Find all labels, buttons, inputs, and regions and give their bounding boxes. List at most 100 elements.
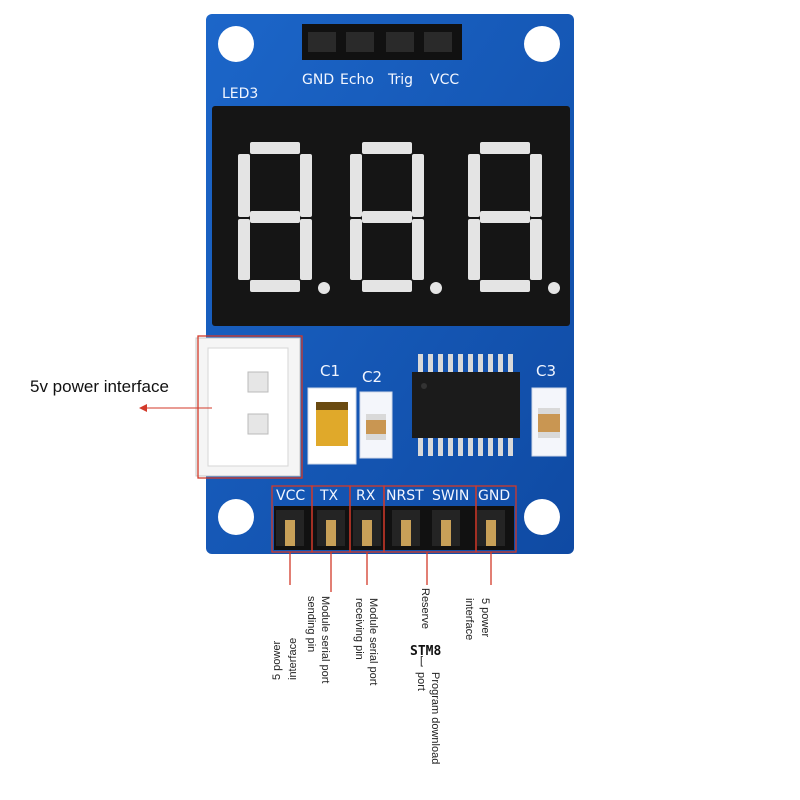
digit-1-segment-6 [238,154,250,217]
chip-pin-bottom-1 [418,436,423,456]
digit-1-decimal-point [318,282,330,294]
stm8-callout-title: STM8 [410,644,441,659]
digit-3-segment-3 [530,219,542,280]
chip-pin-top-2 [428,354,433,374]
nrst-callout: Reserve [419,588,431,629]
chip-pins [418,354,513,456]
display-digits [238,142,560,294]
bottom-pin-4 [401,520,411,546]
chip-pin-top-5 [458,354,463,374]
stm8-chip [412,354,520,456]
vcc-callout-line1: 5 power [271,641,283,680]
bottom-pin-label-tx: TX [319,488,339,504]
vcc-callout-line2: interface [287,638,299,680]
chip-pin-bottom-4 [448,436,453,456]
capacitor-c2 [359,391,393,459]
tx-callout-line2: sending pin [305,596,317,652]
highlight-gnd [475,485,517,553]
chip-pin-bottom-6 [468,436,473,456]
top-pin-label-gnd: GND [302,72,334,88]
chip-pin-top-6 [468,354,473,374]
bottom-pin-label-vcc: VCC [276,488,305,504]
tx-callout: Module serial port sending pin [305,596,331,683]
digit-3-segment-5 [468,219,480,280]
chip-pin-bottom-10 [508,436,513,456]
digit-2-segment-2 [412,154,424,217]
digit-1-segment-3 [300,219,312,280]
rx-callout-line2: receiving pin [353,598,365,660]
chip-pin-bottom-3 [438,436,443,456]
digit-2-segment-5 [350,219,362,280]
pin-highlight-boxes [271,485,517,553]
display-label: LED3 [222,86,258,102]
digit-2-decimal-point [430,282,442,294]
digit-3-segment-6 [468,154,480,217]
mounting-hole-bottom-left [218,499,254,535]
digit-3-segment-1 [480,142,530,154]
digit-2-segment-4 [362,280,412,292]
digit-1-segment-1 [250,142,300,154]
bottom-pin-2 [326,520,336,546]
digit-1-segment-4 [250,280,300,292]
chip-pin-bottom-7 [478,436,483,456]
pin-leader-lines [289,552,492,592]
bottom-pin-label-swin: SWIN [432,488,469,504]
chip-pin-bottom-2 [428,436,433,456]
vcc-callout: 5 power interface [271,638,299,680]
power-interface-highlight [197,335,303,479]
gnd-callout: 5 power interface [463,598,491,640]
capacitor-c3 [531,387,567,457]
top-header-labels: GND Echo Trig VCC [302,72,459,88]
chip-pin-top-7 [478,354,483,374]
digit-2-segment-3 [412,219,424,280]
bottom-pin-header [274,506,514,550]
bottom-header-labels: VCC TX RX NRST SWIN GND [276,488,510,504]
swin-callout-line2: port [415,672,427,691]
jst-power-connector [195,337,301,477]
top-pin-label-trig: Trig [387,72,413,88]
bottom-pin-label-gnd: GND [478,488,510,504]
digit-2-segment-6 [350,154,362,217]
swin-callout: Program download port [415,672,441,764]
digit-1-segment-2 [300,154,312,217]
bottom-pin-5 [441,520,451,546]
gnd-callout-line1: 5 power [479,598,491,637]
tx-callout-line1: Module serial port [319,596,331,683]
chip-pin-bottom-8 [488,436,493,456]
bottom-pin-1 [285,520,295,546]
stm8-bracket-glyph: [ [420,655,423,667]
chip-pin-top-4 [448,354,453,374]
bottom-pin-6 [486,520,496,546]
rx-callout-line1: Module serial port [367,598,379,685]
swin-callout-line1: Program download [429,672,441,764]
chip-pin-top-9 [498,354,503,374]
cap-label-c3: C3 [536,362,556,380]
top-pin-label-vcc: VCC [430,72,459,88]
top-pin-header [302,24,462,60]
chip-pin-top-3 [438,354,443,374]
mounting-hole-top-right [524,26,560,62]
cap-label-c1: C1 [320,362,340,380]
gnd-callout-line2: interface [463,598,475,640]
bottom-pin-3 [362,520,372,546]
chip-pin-top-1 [418,354,423,374]
digit-3-decimal-point [548,282,560,294]
digit-1-segment-7 [250,211,300,223]
cap-label-c2: C2 [362,368,382,386]
digit-3-segment-2 [530,154,542,217]
mounting-hole-bottom-right [524,499,560,535]
bottom-pin-label-nrst: NRST [386,488,424,504]
digit-1-segment-5 [238,219,250,280]
mounting-hole-top-left [218,26,254,62]
bottom-pin-label-rx: RX [356,488,376,504]
rx-callout: Module serial port receiving pin [353,598,379,685]
digit-3-segment-4 [480,280,530,292]
chip-pin-top-10 [508,354,513,374]
chip-pin-bottom-5 [458,436,463,456]
digit-2-segment-1 [362,142,412,154]
chip-pin-top-8 [488,354,493,374]
power-interface-callout: 5v power interface [30,377,169,396]
top-pin-label-echo: Echo [340,72,374,88]
capacitor-c1 [307,387,357,465]
